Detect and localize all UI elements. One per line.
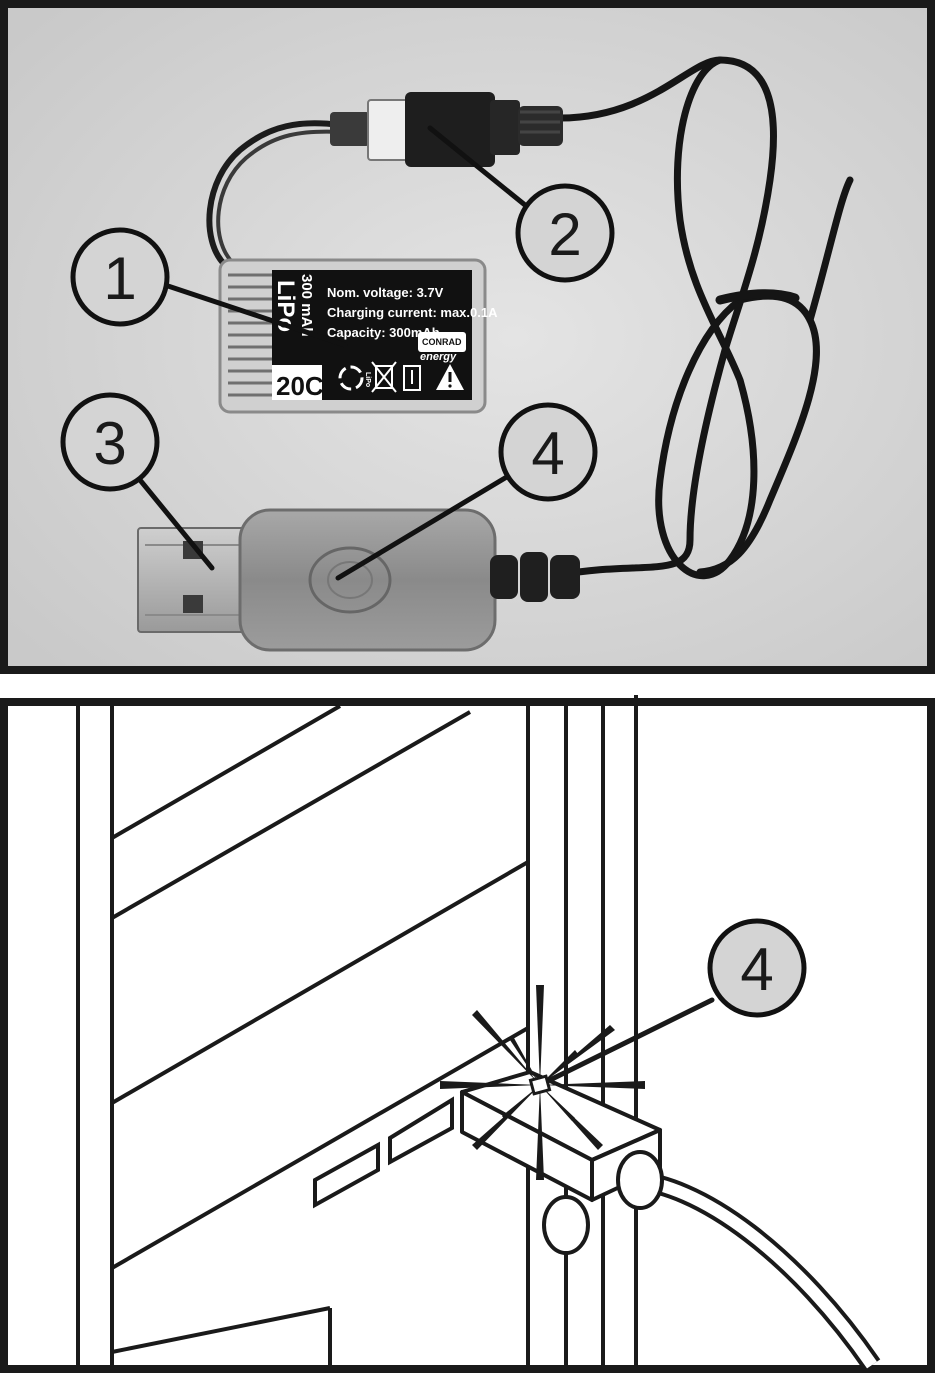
battery-rating: 20C bbox=[276, 371, 324, 401]
brand-energy: energy bbox=[420, 351, 457, 363]
callout-2-number: 2 bbox=[548, 201, 581, 268]
callout-1-number: 1 bbox=[103, 245, 136, 312]
battery: 300 mAh LiPo 20C Nom. voltage: 3.7V Char… bbox=[218, 258, 498, 414]
led-indicator bbox=[528, 1074, 552, 1096]
leader-line-3 bbox=[137, 477, 215, 571]
leader-line-4-bottom bbox=[547, 997, 715, 1083]
battery-line-capacity: Capacity: 300mAh bbox=[327, 325, 440, 340]
crossed-bin-icon bbox=[371, 361, 397, 393]
callout-1: 1 bbox=[70, 227, 170, 327]
bottom-panel: 4 bbox=[0, 695, 935, 1373]
charger-dongle bbox=[238, 508, 580, 652]
warning-icon bbox=[436, 364, 464, 390]
callout-4-top-number: 4 bbox=[531, 420, 564, 487]
leader-line-1 bbox=[162, 282, 348, 348]
battery-line-current: Charging current: max.0.1A bbox=[327, 305, 498, 320]
callout-4-bottom: 4 bbox=[707, 918, 807, 1018]
led-glow bbox=[440, 985, 645, 1180]
battery-capacity-vertical: 300 mAh bbox=[298, 274, 315, 337]
callout-4-bottom-number: 4 bbox=[740, 936, 773, 1003]
battery-line-voltage: Nom. voltage: 3.7V bbox=[327, 285, 444, 300]
callout-3-number: 3 bbox=[93, 410, 126, 477]
callout-4-top: 4 bbox=[498, 402, 598, 502]
callout-3: 3 bbox=[60, 392, 160, 492]
leader-line-2 bbox=[427, 125, 528, 208]
top-leader-lines bbox=[137, 125, 528, 581]
usb-cable bbox=[556, 56, 854, 580]
manual-icon bbox=[403, 365, 421, 391]
leader-line-4-top bbox=[335, 472, 513, 581]
brand-conrad: CONRAD bbox=[422, 337, 462, 347]
callout-2: 2 bbox=[515, 183, 615, 283]
top-panel: 300 mAh LiPo 20C Nom. voltage: 3.7V Char… bbox=[0, 0, 935, 674]
battery-wire bbox=[206, 120, 344, 268]
recycle-icon bbox=[338, 365, 364, 391]
battery-connector bbox=[330, 92, 563, 167]
inserted-charger bbox=[460, 1070, 881, 1371]
lipo-mark: LiPo bbox=[364, 372, 371, 387]
